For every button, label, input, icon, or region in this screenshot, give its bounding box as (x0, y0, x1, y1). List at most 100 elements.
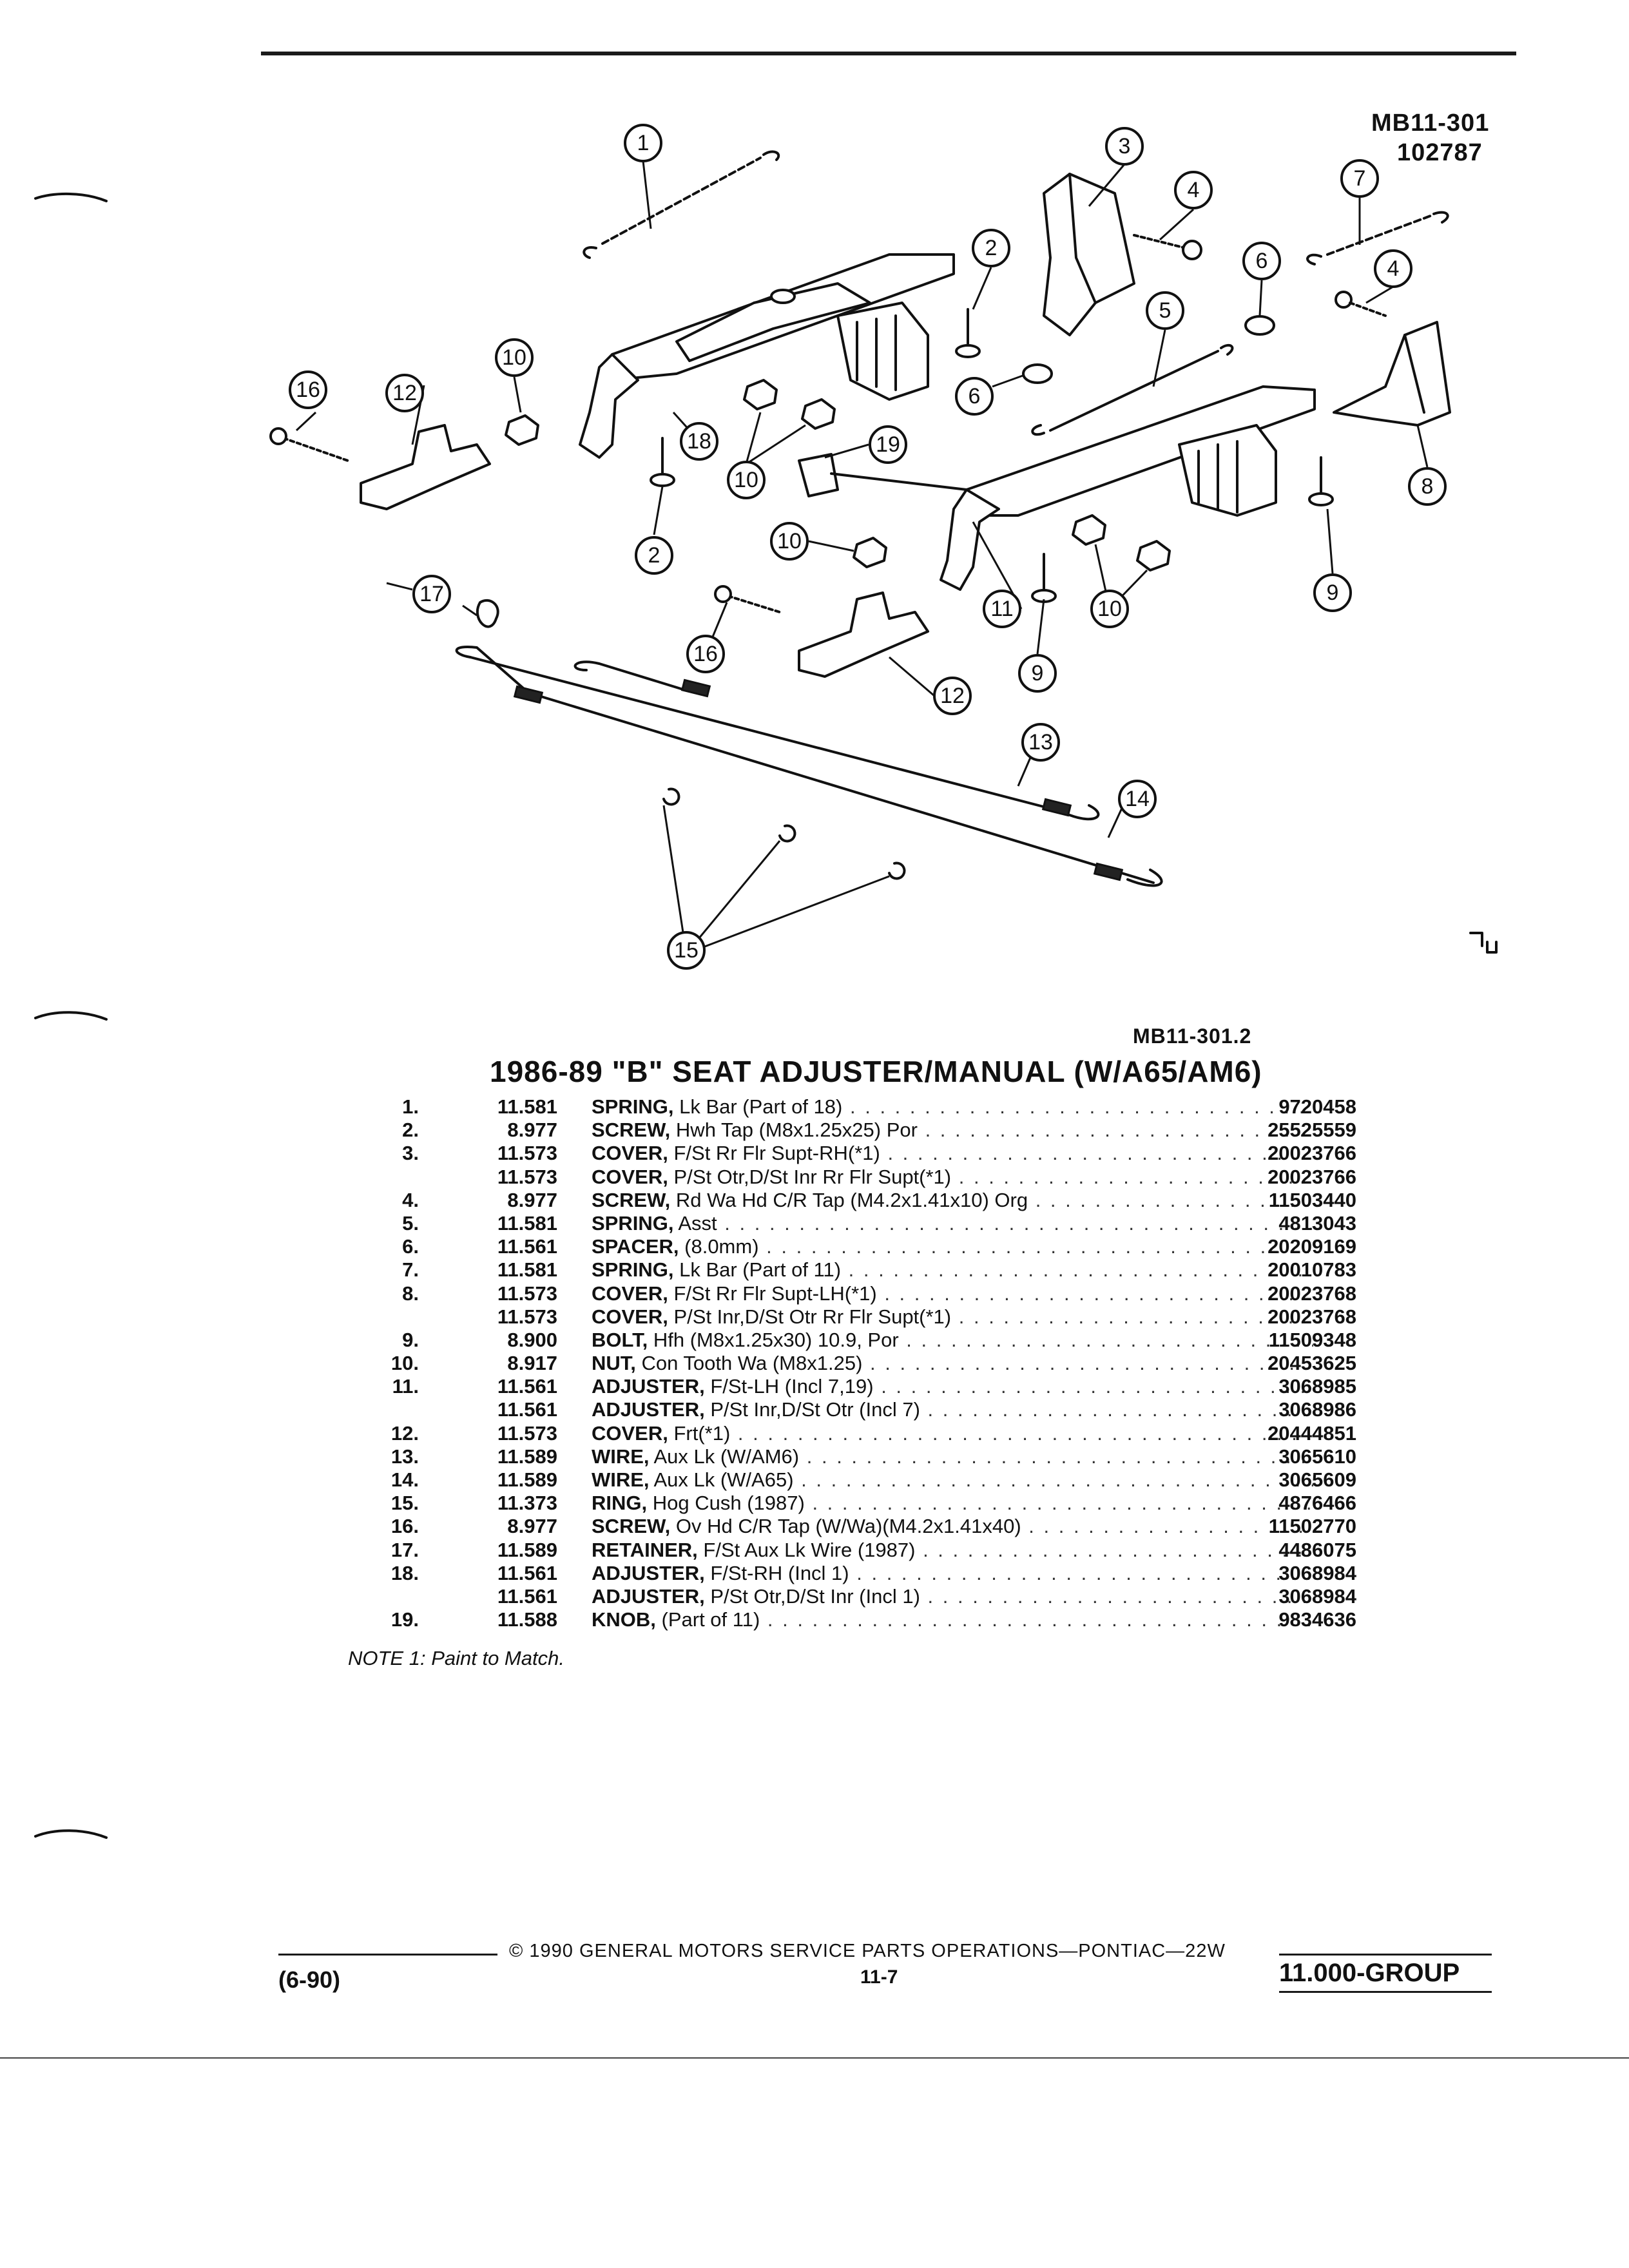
leader-dots: . . . . . . . . . . . . . . . . . . . . … (737, 1421, 1313, 1445)
svg-text:18: 18 (687, 429, 711, 454)
screw-part-16-mid (727, 595, 781, 613)
callout-14: 14 (1118, 780, 1157, 818)
retainer-part-17 (476, 599, 499, 628)
part-detail: P/St Inr,D/St Otr Rr Flr Supt(*1) (673, 1305, 952, 1328)
diagram-code: MB11-301 (1371, 110, 1490, 137)
callout-10-b: 10 (727, 461, 766, 499)
svg-text:12: 12 (940, 684, 965, 708)
part-number: 20023768 (1268, 1282, 1356, 1305)
part-group-number: 11.573 (497, 1305, 557, 1328)
part-item-number: 5. (402, 1211, 419, 1235)
part-number: 20023766 (1268, 1142, 1356, 1165)
part-group-number: 8.977 (507, 1515, 557, 1538)
leader-dots: . . . . . . . . . . . . . . . . . . . . … (958, 1305, 1313, 1328)
part-number: 9834636 (1278, 1608, 1356, 1631)
part-number: 3068984 (1278, 1561, 1356, 1584)
part-group-number: 8.900 (507, 1328, 557, 1351)
part-description: COVER, F/St Rr Flr Supt-RH(*1) . . . . .… (592, 1142, 1313, 1165)
part-group-number: 11.581 (497, 1095, 557, 1118)
part-name: NUT, (592, 1352, 636, 1375)
svg-text:4: 4 (1387, 256, 1400, 281)
leader-dots: . . . . . . . . . . . . . . . . . . . . … (849, 1095, 1313, 1118)
leader-dots: . . . . . . . . . . . . . . . . . . . . … (870, 1352, 1313, 1375)
part-name: SCREW, (592, 1188, 671, 1211)
part-group-number: 11.561 (497, 1375, 557, 1398)
part-number: 3068985 (1278, 1375, 1356, 1398)
part-detail: Lk Bar (Part of 18) (679, 1095, 843, 1118)
part-number: 4486075 (1278, 1538, 1356, 1561)
leader-dots: . . . . . . . . . . . . . . . . . . . . … (724, 1211, 1313, 1235)
wires-part-13-14 (455, 646, 1163, 887)
part-number: 11502770 (1268, 1515, 1356, 1538)
part-group-number: 11.561 (497, 1561, 557, 1584)
callout-4-top: 4 (1174, 171, 1213, 209)
part-item-number: 6. (402, 1235, 419, 1258)
svg-text:9: 9 (1327, 581, 1339, 605)
leader-dots: . . . . . . . . . . . . . . . . . . . . … (766, 1235, 1313, 1258)
top-rule (261, 52, 1516, 55)
cover-part-8 (1333, 321, 1451, 427)
part-number: 3068984 (1278, 1584, 1356, 1608)
part-description: ADJUSTER, P/St Otr,D/St Inr (Incl 1) . .… (592, 1585, 1313, 1608)
svg-text:14: 14 (1125, 787, 1150, 811)
part-name: WIRE, (592, 1445, 650, 1468)
part-name: KNOB, (592, 1608, 656, 1631)
callout-5: 5 (1146, 291, 1184, 330)
spring-part-1 (583, 150, 780, 259)
part-group-number: 11.589 (497, 1468, 557, 1491)
spacer-part-6-right (1244, 315, 1275, 336)
part-description: BOLT, Hfh (M8x1.25x30) 10.9, Por . . . .… (592, 1329, 1313, 1352)
nuts-part-10 (505, 379, 1171, 572)
footer-rule-left (278, 1954, 497, 1956)
svg-text:11: 11 (990, 597, 1013, 621)
part-description: SCREW, Hwh Tap (M8x1.25x25) Por . . . . … (592, 1119, 1313, 1142)
footer-group: 11.000-GROUP (1279, 1959, 1460, 1987)
part-detail: Hfh (M8x1.25x30) 10.9, Por (653, 1328, 899, 1351)
part-description: RING, Hog Cush (1987) . . . . . . . . . … (592, 1492, 1313, 1515)
svg-text:16: 16 (693, 642, 718, 666)
callout-2-top: 2 (972, 229, 1010, 267)
part-number: 4876466 (1278, 1492, 1356, 1515)
part-item-number: 7. (402, 1258, 419, 1282)
part-item-number: 18. (390, 1561, 419, 1584)
svg-text:4: 4 (1188, 178, 1200, 202)
part-detail: F/St Rr Flr Supt-RH(*1) (673, 1142, 880, 1165)
part-description: KNOB, (Part of 11) . . . . . . . . . . .… (592, 1608, 1313, 1631)
svg-text:9: 9 (1032, 661, 1044, 686)
part-name: SPRING, (592, 1258, 674, 1282)
svg-text:3: 3 (1119, 134, 1131, 159)
exploded-parts-diagram: 1 2 3 4 7 4 6 5 6 8 9 9 10 10 10 10 11 1… (34, 124, 1498, 970)
part-group-number: 11.561 (497, 1235, 557, 1258)
svg-text:2: 2 (648, 543, 660, 568)
part-item-number: 11. (392, 1375, 419, 1398)
part-name: SPACER, (592, 1235, 679, 1258)
leader-dots: . . . . . . . . . . . . . . . . . . . . … (925, 1119, 1313, 1142)
cover-part-12-mid (798, 591, 929, 678)
part-detail: F/St Aux Lk Wire (1987) (703, 1538, 916, 1561)
footer-page-number: 11-7 (860, 1966, 898, 1988)
svg-text:5: 5 (1159, 298, 1171, 323)
spacer-part-6-mid (1022, 363, 1053, 384)
part-description: ADJUSTER, P/St Inr,D/St Otr (Incl 7) . .… (592, 1398, 1313, 1421)
ring-part-15-a (662, 787, 680, 806)
margin-hole-marks (34, 1011, 108, 1839)
part-detail: Lk Bar (Part of 11) (679, 1258, 842, 1282)
part-name: COVER, (592, 1305, 668, 1328)
screw-part-4-right (1335, 291, 1387, 317)
note: NOTE 1: Paint to Match. (348, 1647, 564, 1669)
part-description: COVER, P/St Inr,D/St Otr Rr Flr Supt(*1)… (592, 1305, 1313, 1329)
part-number: 20023766 (1268, 1165, 1356, 1188)
part-group-number: 11.573 (497, 1165, 557, 1188)
part-group-number: 11.581 (497, 1211, 557, 1235)
part-name: BOLT, (592, 1328, 648, 1351)
